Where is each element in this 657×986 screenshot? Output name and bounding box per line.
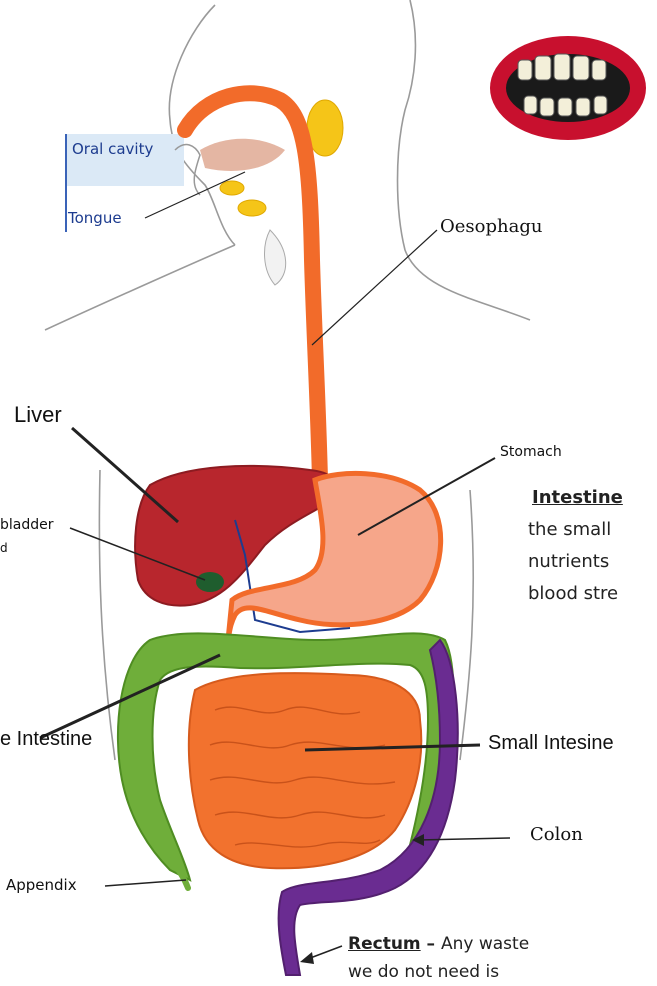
label-colon: Colon [530,824,583,845]
teeth-mouth-icon [490,36,646,140]
trachea [265,230,286,285]
label-large-intestine: e Intestine [0,728,92,751]
intestine-note-line-2: nutrients [528,546,623,578]
gallbladder [196,572,224,592]
intestine-note: Intestine the small nutrients blood stre [532,482,623,610]
label-appendix: Appendix [6,876,77,894]
intestine-note-heading: Intestine [532,482,623,514]
rectum-note-heading: Rectum [348,934,421,954]
label-tongue: Tongue [68,209,122,227]
rectum-note-dash: – [421,934,441,954]
intestine-note-line-1: the small [528,514,623,546]
label-gallbladder-extra: d [0,541,8,555]
label-small-intestine: Small Intesine [488,732,614,755]
small-intestine-shape [189,673,421,868]
rectum-arrowhead [300,952,314,964]
label-stomach: Stomach [500,444,562,460]
rectum-note: Rectum – Any waste we do not need is [348,930,529,986]
label-oesophagus: Oesophagu [440,216,542,237]
rectum-note-text-2: we do not need is [348,958,529,986]
label-gallbladder: bladder [0,517,54,533]
rectum-note-line-1: Rectum – Any waste [348,930,529,958]
label-oral-cavity: Oral cavity [72,140,153,158]
tongue-shape [200,139,285,171]
intestine-note-line-3: blood stre [528,578,623,610]
rectum-note-text-1: Any waste [441,934,529,954]
label-liver: Liver [14,402,62,428]
